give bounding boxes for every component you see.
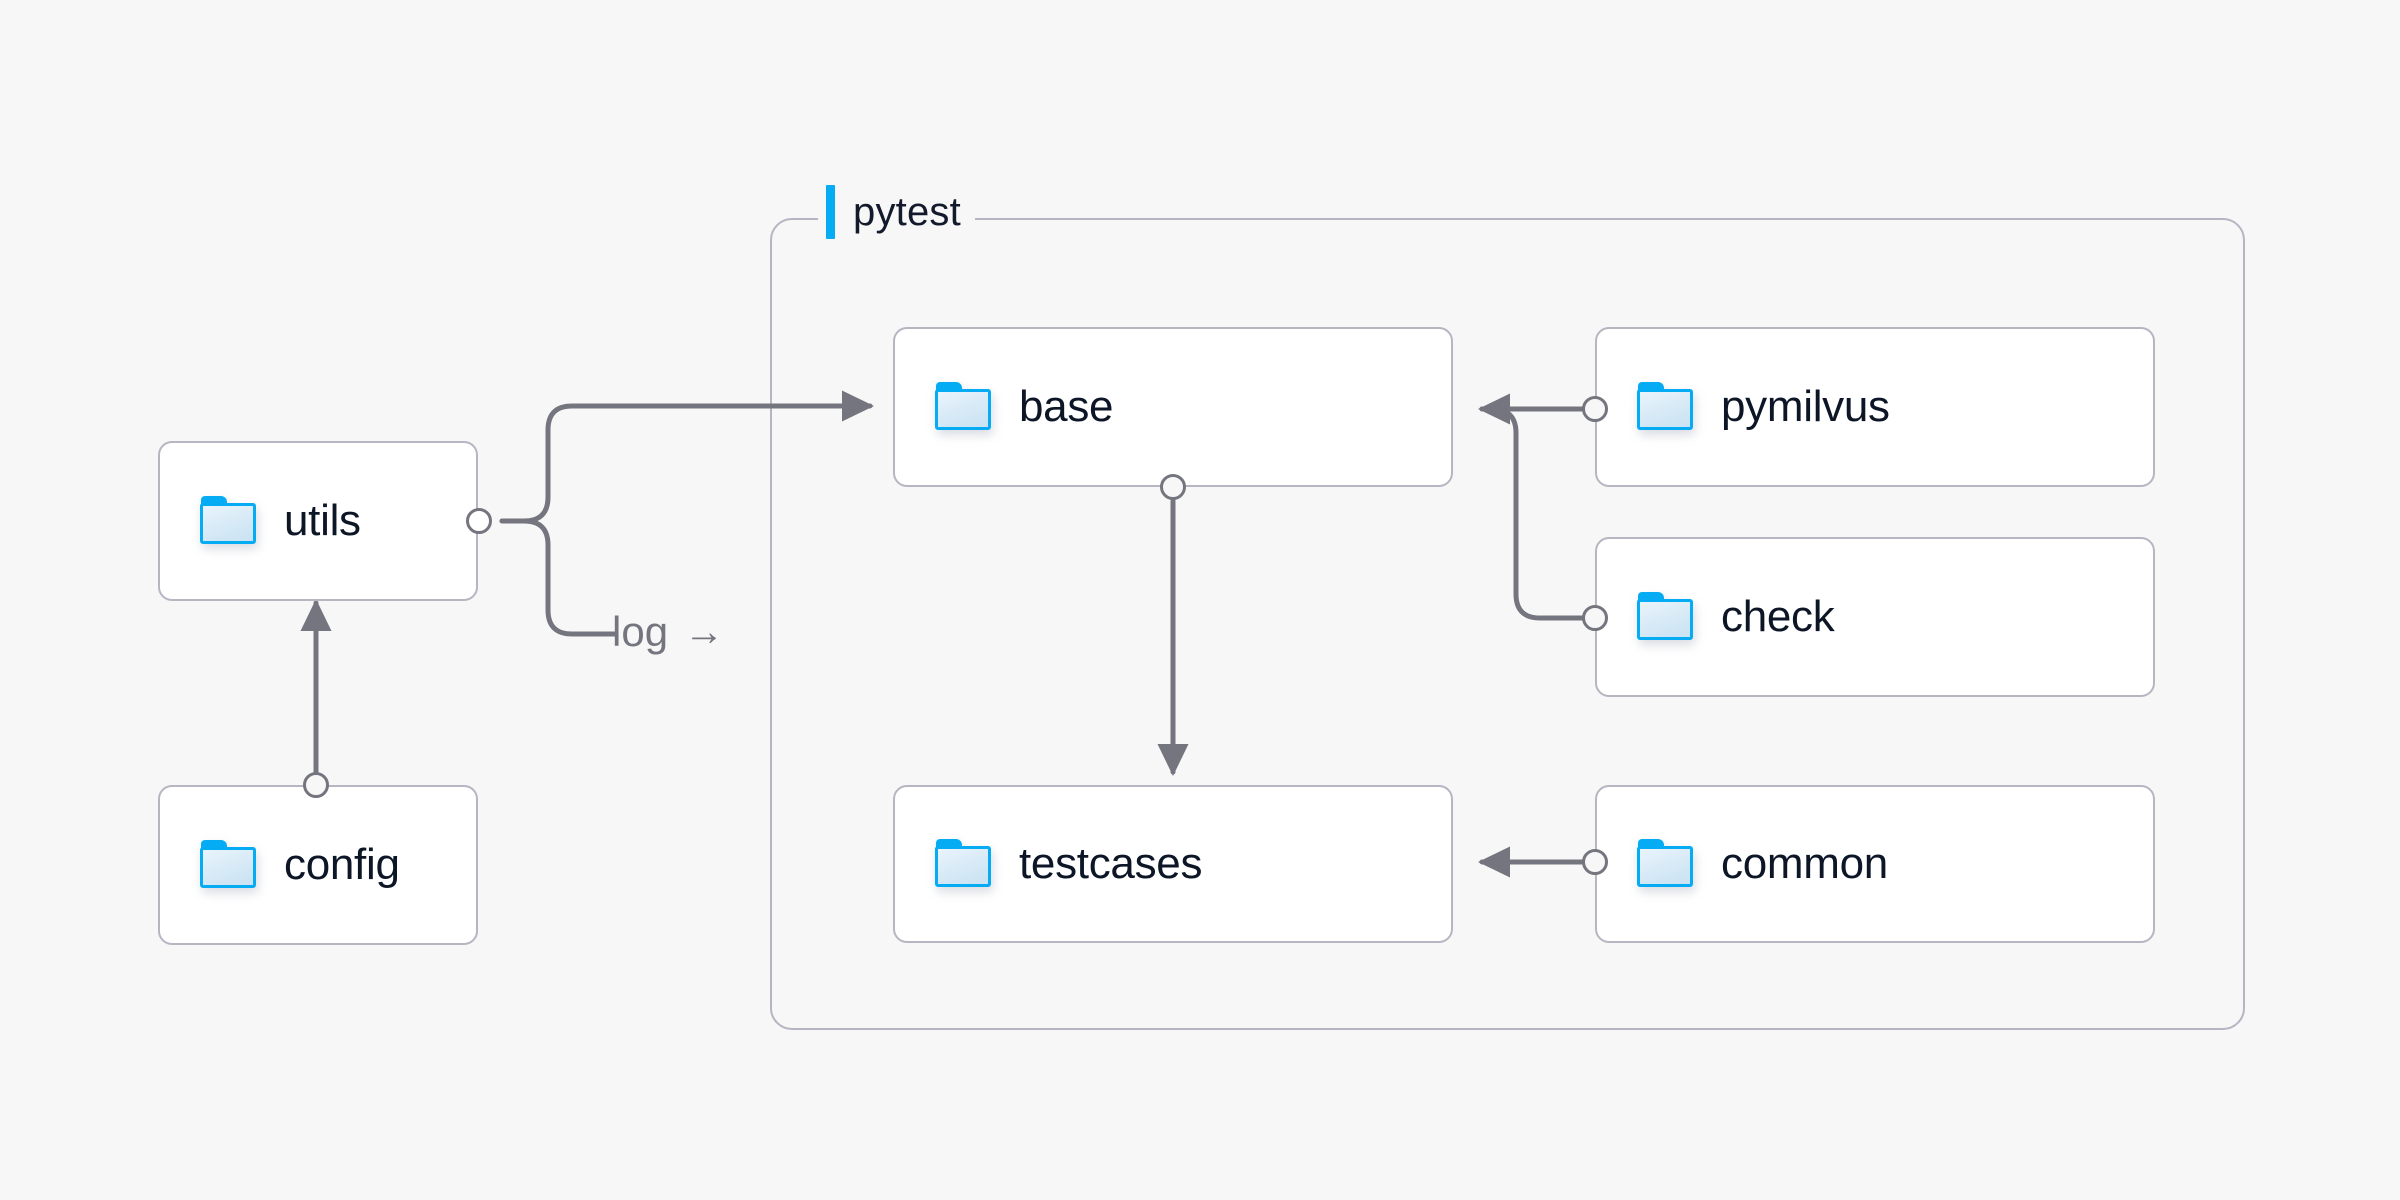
folder-icon xyxy=(935,382,993,432)
node-check[interactable]: check xyxy=(1595,537,2155,697)
port-pymilvus-left[interactable] xyxy=(1582,396,1608,422)
port-config-top[interactable] xyxy=(303,772,329,798)
folder-icon xyxy=(935,839,993,889)
node-utils[interactable]: utils xyxy=(158,441,478,601)
node-common[interactable]: common xyxy=(1595,785,2155,943)
node-label-config: config xyxy=(284,840,400,889)
group-title: pytest xyxy=(853,189,961,234)
edge-utils-log xyxy=(499,518,619,637)
node-label-testcases: testcases xyxy=(1019,839,1203,888)
node-config[interactable]: config xyxy=(158,785,478,945)
port-utils-right[interactable] xyxy=(466,508,492,534)
group-container-pytest[interactable] xyxy=(770,218,2245,1030)
port-check-left[interactable] xyxy=(1582,605,1608,631)
node-label-check: check xyxy=(1721,592,1835,641)
node-label-base: base xyxy=(1019,382,1114,431)
edge-label-log-text: log xyxy=(612,608,669,655)
node-base[interactable]: base xyxy=(893,327,1453,487)
accent-bar-icon xyxy=(826,185,835,239)
folder-icon xyxy=(200,496,258,546)
node-label-utils: utils xyxy=(284,496,361,545)
folder-icon xyxy=(1637,592,1695,642)
node-label-common: common xyxy=(1721,839,1888,888)
port-base-bottom[interactable] xyxy=(1160,474,1186,500)
arrow-right-icon: → xyxy=(684,610,725,654)
node-pymilvus[interactable]: pymilvus xyxy=(1595,327,2155,487)
port-common-left[interactable] xyxy=(1582,849,1608,875)
node-label-pymilvus: pymilvus xyxy=(1721,382,1890,431)
folder-icon xyxy=(1637,839,1695,889)
group-label-pytest: pytest xyxy=(818,180,975,244)
folder-icon xyxy=(200,840,258,890)
edge-label-log: log → xyxy=(612,608,724,656)
folder-icon xyxy=(1637,382,1695,432)
node-testcases[interactable]: testcases xyxy=(893,785,1453,943)
